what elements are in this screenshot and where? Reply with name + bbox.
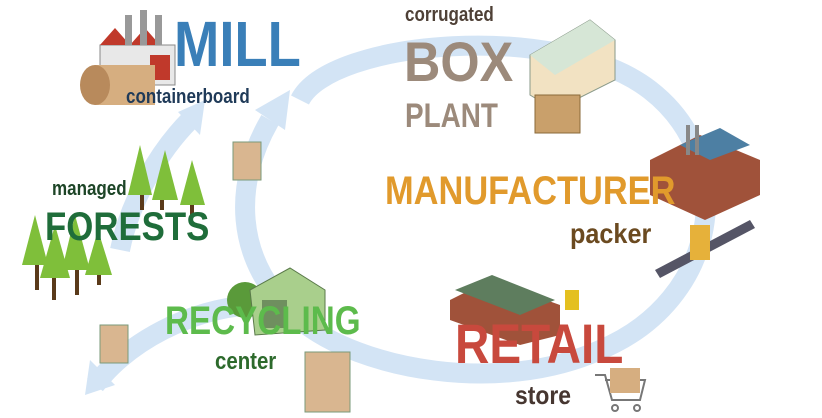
box-plant-title: BOX [404,30,514,93]
paper-bale-icon [304,351,351,413]
forest-trees-icon [22,145,205,300]
box-plant-title2: PLANT [405,97,498,135]
recycling-subtitle: center [215,348,277,375]
conveyor-packer-icon [655,220,755,278]
box-plant-pre: corrugated [405,4,494,26]
recycle-to-forest-arrow [87,295,251,392]
mill-title: MILL [174,8,301,80]
recycling-title: RECYCLING [165,299,361,343]
arrowhead-icon [85,360,115,395]
manufacturer-title: MANUFACTURER [385,169,676,213]
manufacturer-subtitle: packer [570,218,652,249]
retail-subtitle: store [515,380,571,410]
retail-warehouse-icon [450,275,579,345]
recycling-center-building-icon [227,267,326,336]
mill-subtitle: containerboard [126,86,250,108]
arrowhead-icon [178,100,205,135]
paper-bale-icon [99,324,129,364]
arrowhead-icon [255,90,290,130]
retail-title: RETAIL [455,312,624,375]
box-plant-building-icon [529,19,616,134]
forests-pre: managed [52,178,127,200]
paper-bale-icon [232,141,262,181]
mill-factory-icon [80,10,176,105]
manufacturer-factory-icon [650,125,760,220]
forests-title: FORESTS [45,205,210,249]
